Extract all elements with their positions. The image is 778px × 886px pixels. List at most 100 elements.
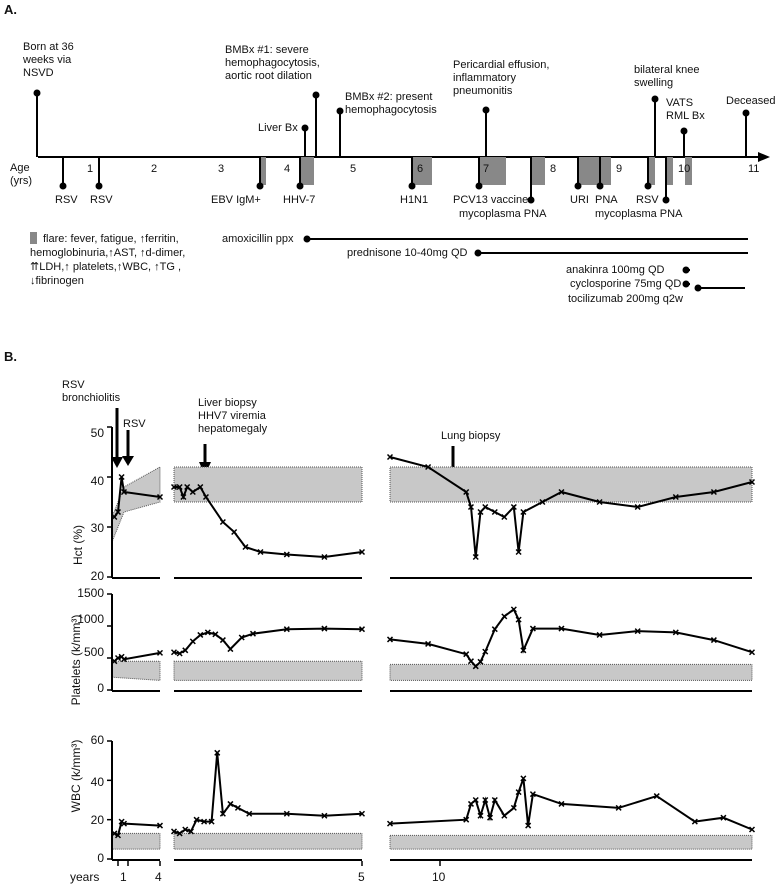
flare-bar xyxy=(648,157,655,185)
event-dot xyxy=(296,182,304,190)
data-point xyxy=(111,513,118,521)
med-tocilizumab: tocilizumab 200mg q2w xyxy=(568,293,683,305)
data-point xyxy=(491,626,498,633)
data-point xyxy=(634,628,641,635)
data-point xyxy=(482,796,489,804)
timeline-axis-label-age: Age xyxy=(10,162,30,174)
panel-1 xyxy=(107,593,756,692)
data-point xyxy=(321,812,328,819)
data-point xyxy=(227,646,234,653)
event-hhv7: HHV-7 xyxy=(283,194,315,206)
data-point xyxy=(238,634,245,641)
event-rsv-2: RSV xyxy=(90,194,113,206)
annot-rsv: RSV xyxy=(123,418,146,430)
tick-4: 4 xyxy=(284,163,290,175)
reference-range xyxy=(389,834,753,850)
data-point xyxy=(182,826,189,833)
data-point xyxy=(491,796,498,804)
data-point xyxy=(520,508,527,516)
data-point xyxy=(425,640,432,647)
flare-bar xyxy=(300,157,314,185)
data-point xyxy=(246,810,253,817)
event-dot xyxy=(33,89,41,97)
tick-3: 3 xyxy=(218,163,224,175)
data-point xyxy=(691,818,698,825)
data-point xyxy=(463,651,470,658)
data-point xyxy=(283,810,290,817)
data-point xyxy=(472,796,479,804)
ytick-plt-1000: 1000 xyxy=(77,612,104,626)
data-point xyxy=(197,631,204,638)
data-point xyxy=(242,543,249,551)
data-point xyxy=(283,626,290,633)
event-dot xyxy=(574,182,582,190)
data-point xyxy=(529,625,536,632)
ylabel-platelets: Platelets (k/mm³) xyxy=(69,615,83,706)
data-point xyxy=(482,648,489,655)
data-point xyxy=(525,822,532,829)
data-point xyxy=(176,830,183,837)
data-point xyxy=(219,518,226,526)
ytick-wbc-40: 40 xyxy=(91,775,105,789)
series-line xyxy=(113,819,161,837)
data-point xyxy=(520,775,527,782)
data-point xyxy=(515,616,522,623)
data-point xyxy=(234,804,241,811)
data-point xyxy=(477,812,484,819)
reference-range xyxy=(389,466,753,503)
data-point xyxy=(170,828,178,835)
data-point xyxy=(120,820,128,827)
panel-b-label: B. xyxy=(4,349,17,364)
panel-0 xyxy=(107,426,756,579)
data-point xyxy=(249,630,256,637)
data-point xyxy=(193,816,200,823)
data-point xyxy=(321,553,328,561)
data-point xyxy=(748,826,756,833)
timeline-ticks: 1 2 3 4 5 6 7 8 9 10 11 xyxy=(87,163,759,175)
data-point xyxy=(467,800,475,807)
event-pna: PNA xyxy=(595,194,618,206)
data-point xyxy=(510,606,517,613)
data-point xyxy=(477,658,484,665)
timeline-axis-label-yrs: (yrs) xyxy=(10,175,32,187)
data-point xyxy=(120,488,128,496)
timeline-axis xyxy=(38,152,770,162)
xlabel-years: years xyxy=(70,870,99,884)
flare-bar xyxy=(577,157,611,185)
xtick-4: 4 xyxy=(155,870,162,884)
event-mycoplasma-2: mycoplasma PNA xyxy=(595,208,683,220)
reference-range xyxy=(111,660,161,681)
flare-bars xyxy=(259,157,692,185)
event-liver-bx: Liver Bx xyxy=(258,122,298,134)
tick-5: 5 xyxy=(350,163,356,175)
event-vats: VATS RML Bx xyxy=(666,97,705,122)
series-line xyxy=(389,778,753,831)
reference-range xyxy=(389,663,753,681)
med-anakinra: anakinra 100mg QD xyxy=(566,264,664,276)
event-dot xyxy=(256,182,264,190)
ylabel-hct: Hct (%) xyxy=(71,525,85,565)
tick-11: 11 xyxy=(748,163,759,175)
data-point xyxy=(227,800,234,807)
data-point xyxy=(208,818,215,825)
event-dot xyxy=(95,182,103,190)
med-amoxicillin: amoxicillin ppx xyxy=(222,233,294,245)
data-point xyxy=(477,508,484,516)
panel-a-label: A. xyxy=(4,2,17,17)
panel-2 xyxy=(107,740,756,861)
data-point xyxy=(321,625,328,632)
ytick-wbc-20: 20 xyxy=(91,813,105,827)
reference-range xyxy=(173,832,363,850)
event-pericardial: Pericardial effusion, inflammatory pneum… xyxy=(453,59,552,97)
data-point xyxy=(156,649,164,656)
data-point xyxy=(358,810,366,817)
data-point xyxy=(214,749,221,756)
event-dot xyxy=(301,124,309,132)
tick-9: 9 xyxy=(616,163,622,175)
ytick-wbc-60: 60 xyxy=(91,733,105,747)
data-point xyxy=(231,528,238,536)
event-bmbx1: BMBx #1: severe hemophagocytosis, aortic… xyxy=(225,44,323,82)
data-point xyxy=(596,498,603,506)
event-dot xyxy=(312,91,320,99)
